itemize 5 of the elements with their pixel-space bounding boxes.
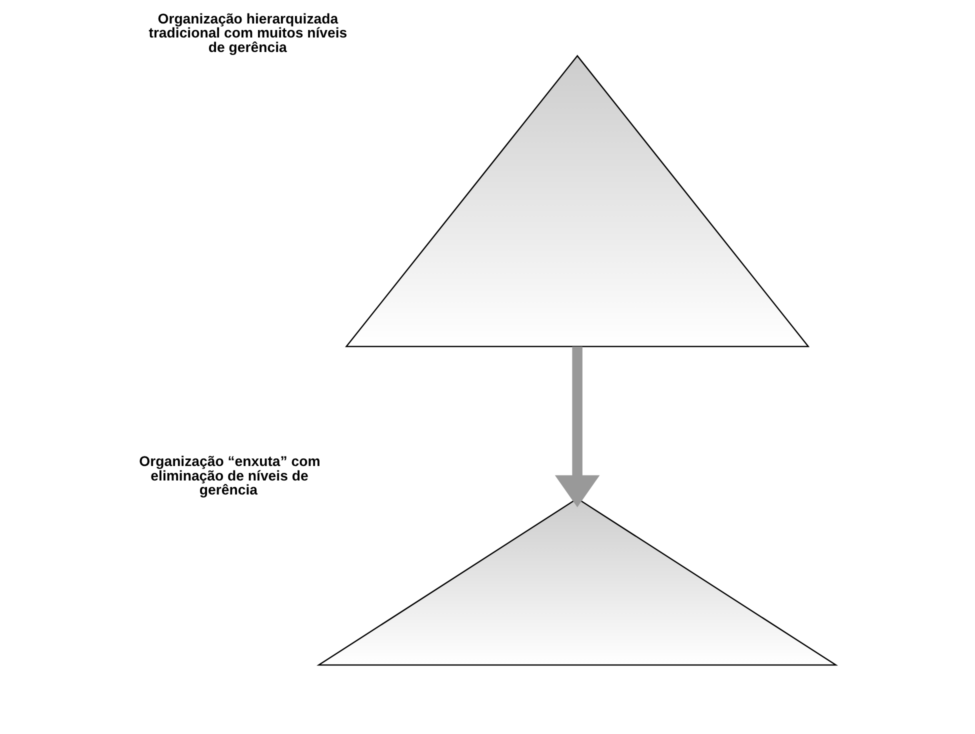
arrow bbox=[554, 346, 600, 508]
node-label: Organização hierarquizada tradicional com muitos níveis de gerência bbox=[148, 10, 348, 55]
node-triangle bbox=[316, 498, 838, 666]
node-label: Organização “enxuta” com eliminação de níveis de gerência bbox=[139, 453, 320, 498]
node-triangle bbox=[345, 54, 810, 348]
